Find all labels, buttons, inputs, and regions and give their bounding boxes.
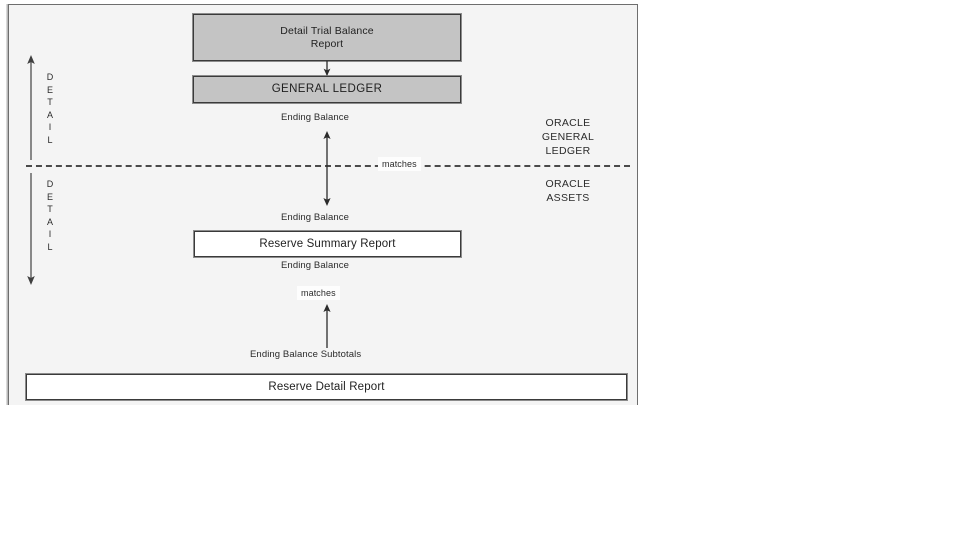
- box-general-ledger-label: GENERAL LEDGER: [271, 83, 383, 95]
- label-matches-divider: matches: [378, 157, 421, 171]
- detail-letter: I: [48, 229, 52, 239]
- axis-detail-lower-arrow: [27, 173, 35, 285]
- arrow-layer: [27, 55, 331, 348]
- detail-letter: T: [47, 97, 53, 107]
- detail-letter: D: [46, 179, 54, 189]
- caption-ending-balance-subtotals: Ending Balance Subtotals: [250, 349, 362, 360]
- box-general-ledger: GENERAL LEDGER: [192, 75, 462, 104]
- box-reserve-summary-report-label: Reserve Summary Report: [259, 237, 396, 250]
- arrowhead-up: [323, 131, 331, 139]
- detail-letter: L: [47, 134, 53, 145]
- arrowhead-down: [323, 198, 331, 206]
- detail-letter: T: [47, 204, 53, 214]
- box-reserve-detail-report-label: Reserve Detail Report: [268, 380, 385, 393]
- detail-letter: A: [46, 109, 53, 120]
- box-detail-trial-balance-line1: Detail Trial Balance: [280, 24, 374, 37]
- detail-letter: E: [46, 191, 53, 202]
- system-divider-dashed-line: [26, 165, 630, 167]
- caption-ending-balance-below-summary: Ending Balance: [281, 260, 349, 271]
- axis-detail-upper-arrow: [27, 55, 35, 160]
- box-reserve-detail-report: Reserve Detail Report: [25, 373, 628, 401]
- detail-letter: A: [46, 216, 53, 227]
- arrowhead-up: [323, 304, 331, 312]
- label-oracle-general-ledger: ORACLE GENERAL LEDGER: [541, 117, 595, 157]
- diagram-canvas: Detail Trial Balance Report GENERAL LEDG…: [9, 5, 637, 405]
- label-oracle-assets: ORACLE ASSETS: [545, 178, 591, 204]
- detail-letter: L: [47, 241, 53, 252]
- box-detail-trial-balance-label: Detail Trial Balance Report: [280, 25, 373, 51]
- box-reserve-summary-report: Reserve Summary Report: [193, 230, 462, 258]
- label-matches-lower: matches: [297, 286, 340, 300]
- connector-general-ledger-to-reserve-summary: [323, 131, 331, 206]
- caption-ending-balance-general-ledger: Ending Balance: [281, 112, 349, 123]
- diagram-frame: Detail Trial Balance Report GENERAL LEDG…: [8, 4, 638, 405]
- detail-letter: E: [46, 84, 53, 95]
- caption-ending-balance-above-summary: Ending Balance: [281, 212, 349, 223]
- detail-letter: I: [48, 122, 52, 132]
- axis-label-detail-upper: D E T A I L: [44, 71, 56, 146]
- detail-letter: D: [46, 72, 54, 82]
- connector-reserve-detail-to-matches: [323, 304, 331, 348]
- box-detail-trial-balance: Detail Trial Balance Report: [192, 13, 462, 62]
- axis-label-detail-lower: D E T A I L: [44, 178, 56, 253]
- box-detail-trial-balance-line2: Report: [310, 37, 344, 50]
